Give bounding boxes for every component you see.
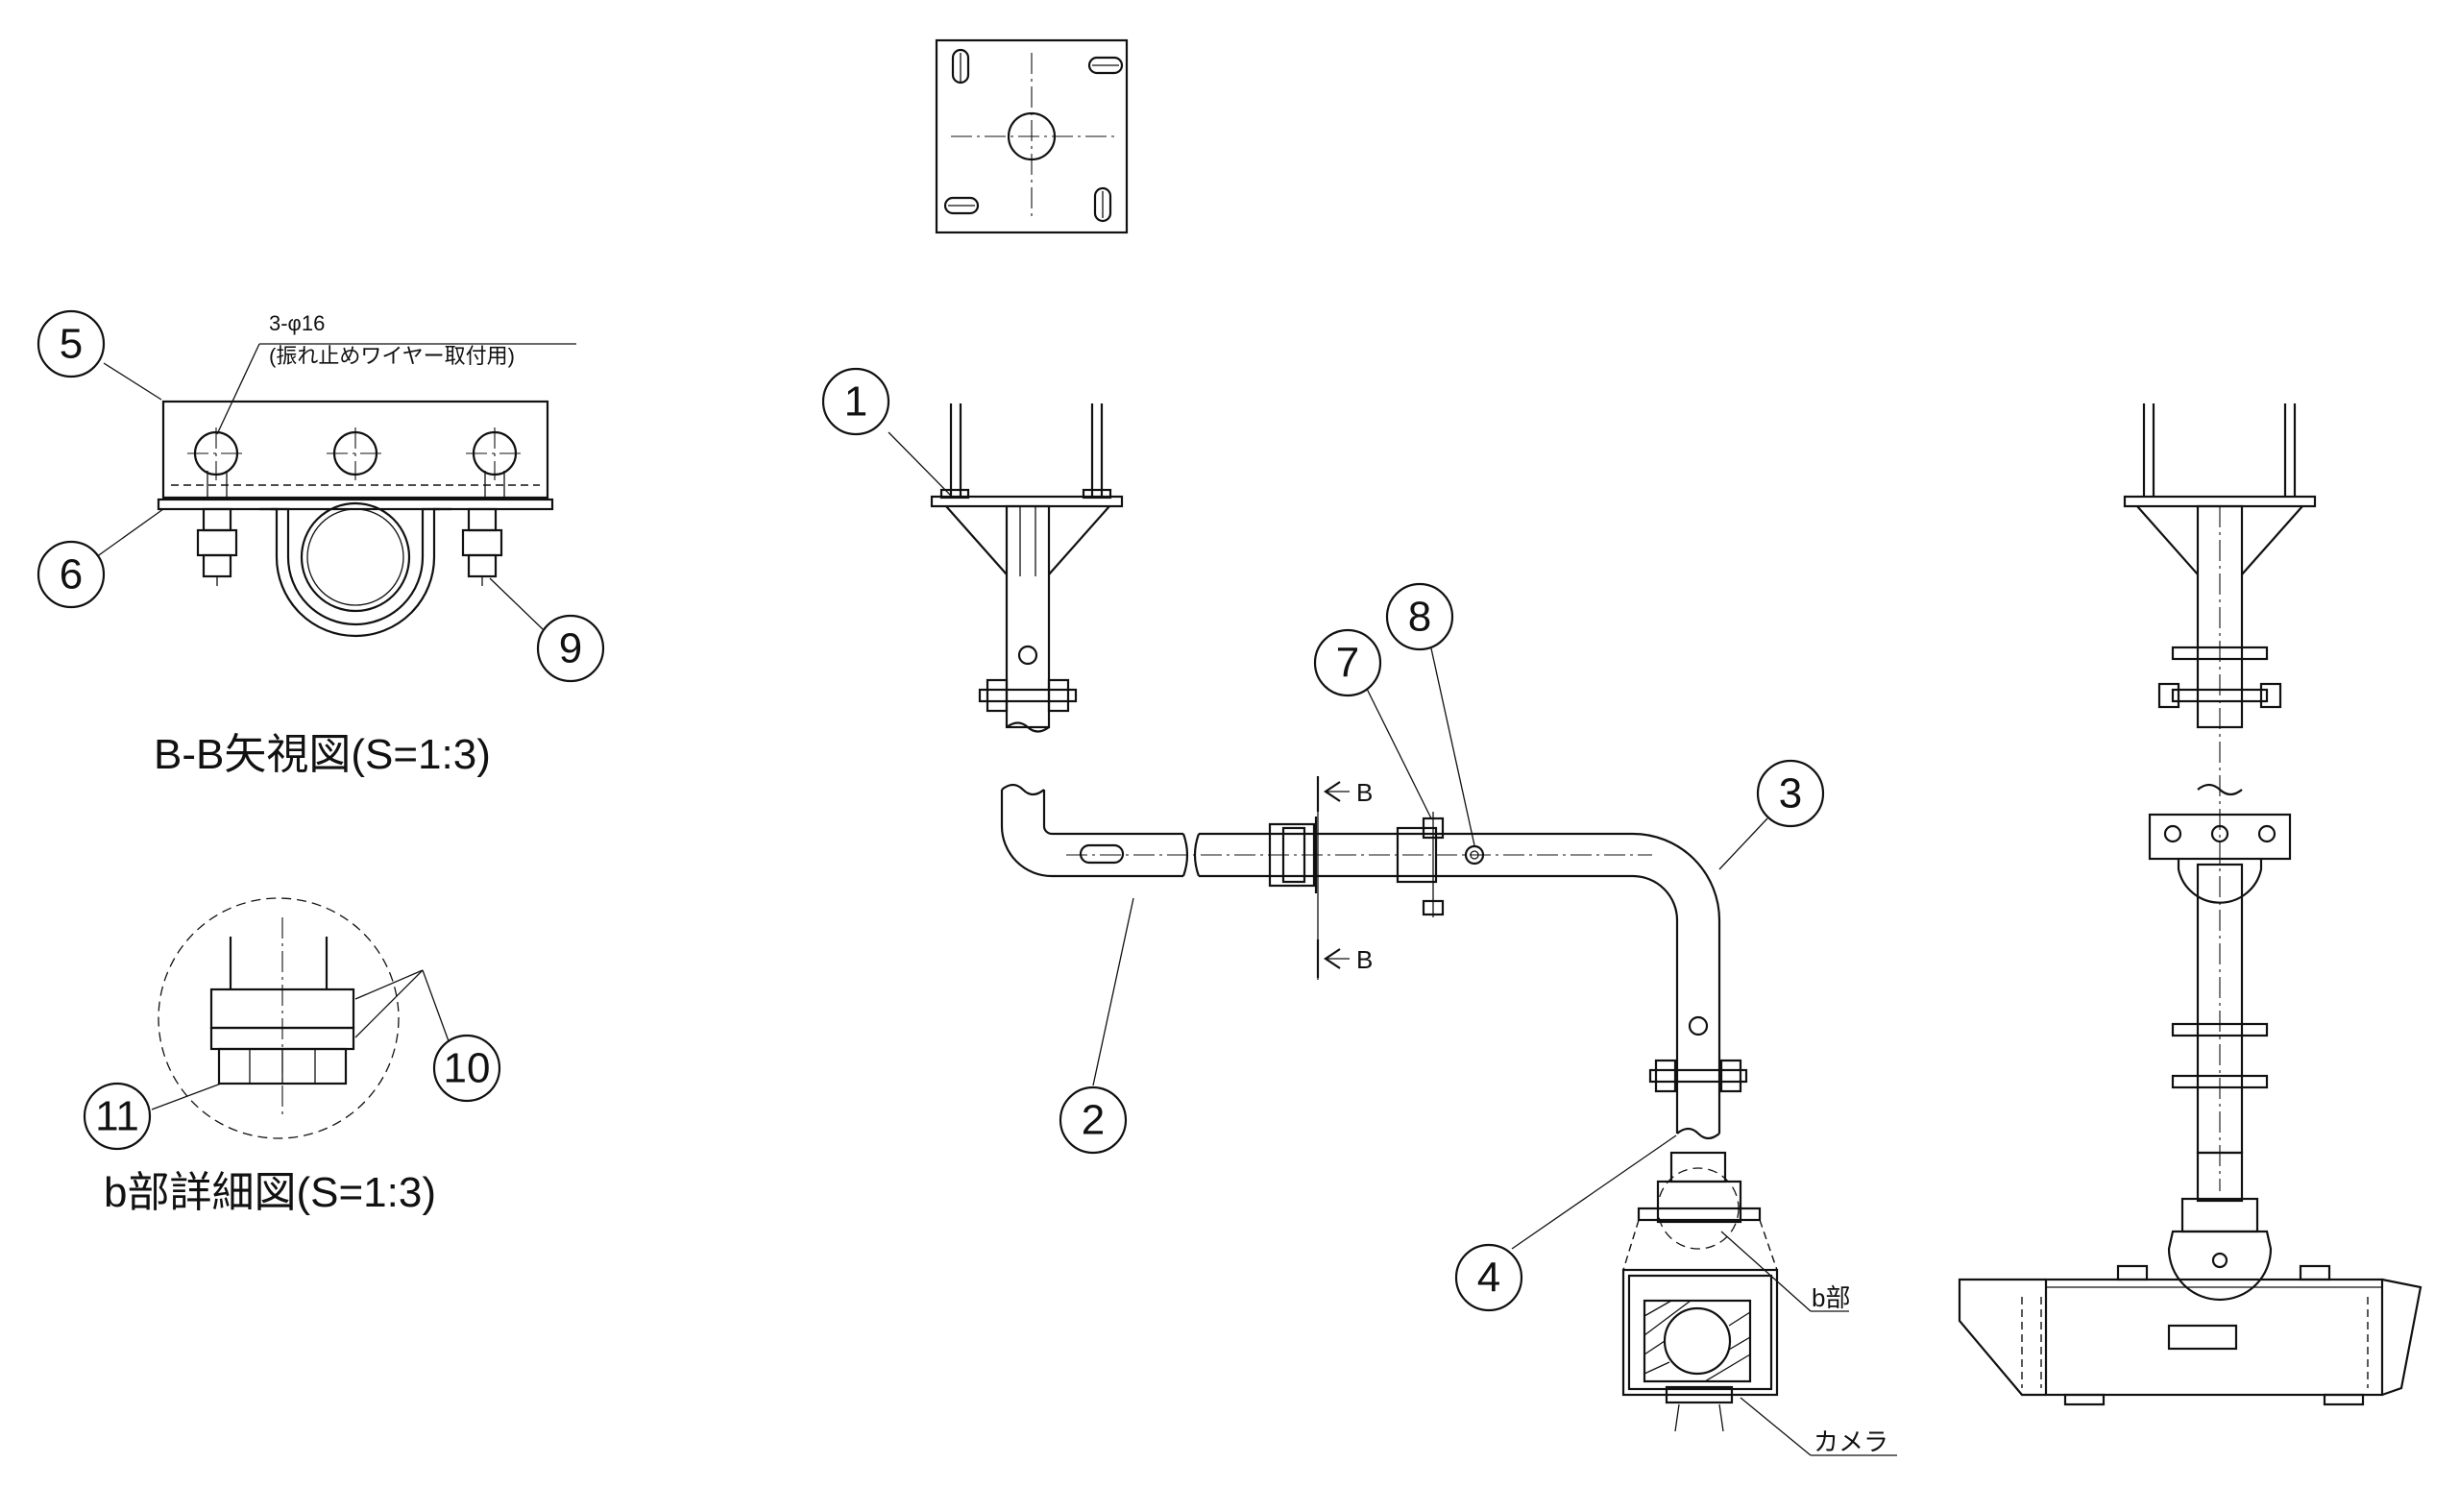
balloon-8: 8 (1385, 582, 1454, 651)
side-view (1958, 403, 2422, 1406)
bb-view-title: B-B矢視図(S=1:3) (154, 731, 491, 778)
balloon-1: 1 (821, 367, 890, 436)
balloon-label: 3 (1779, 770, 1802, 817)
detail-b-label: b部 (1812, 1283, 1850, 1312)
balloon-label: 8 (1408, 594, 1431, 641)
balloon-2: 2 (1059, 1085, 1128, 1155)
balloon-label: 6 (60, 551, 83, 598)
balloon-label: 2 (1082, 1097, 1105, 1144)
section-marker-top: B (1356, 778, 1373, 807)
balloon-label: 11 (95, 1093, 139, 1140)
balloon-4: 4 (1454, 1243, 1523, 1312)
balloon-label: 4 (1477, 1255, 1500, 1302)
balloon-label: 5 (60, 321, 83, 368)
camera-label: カメラ (1814, 1427, 1888, 1456)
balloon-label: 10 (444, 1045, 491, 1092)
balloon-11: 11 (83, 1082, 152, 1151)
balloon-5: 5 (37, 309, 106, 378)
hole-note-line2: (振れ止めワイヤー取付用) (269, 344, 515, 368)
balloon-7: 7 (1313, 628, 1382, 697)
balloon-label: 7 (1336, 640, 1359, 687)
hole-note-line1: 3-φ16 (269, 311, 325, 335)
balloon-3: 3 (1756, 759, 1825, 828)
balloon-label: 1 (844, 378, 867, 426)
b-detail-view (151, 897, 452, 1139)
balloon-6: 6 (37, 540, 106, 609)
base-plate-plan-view (935, 38, 1129, 234)
main-front-view (888, 403, 1897, 1456)
section-marker-bottom: B (1356, 945, 1373, 974)
balloon-10: 10 (432, 1034, 501, 1103)
b-detail-title: b部詳細図(S=1:3) (104, 1169, 436, 1216)
balloon-9: 9 (536, 614, 605, 683)
balloon-label: 9 (559, 625, 582, 672)
bb-section-view (95, 343, 576, 638)
